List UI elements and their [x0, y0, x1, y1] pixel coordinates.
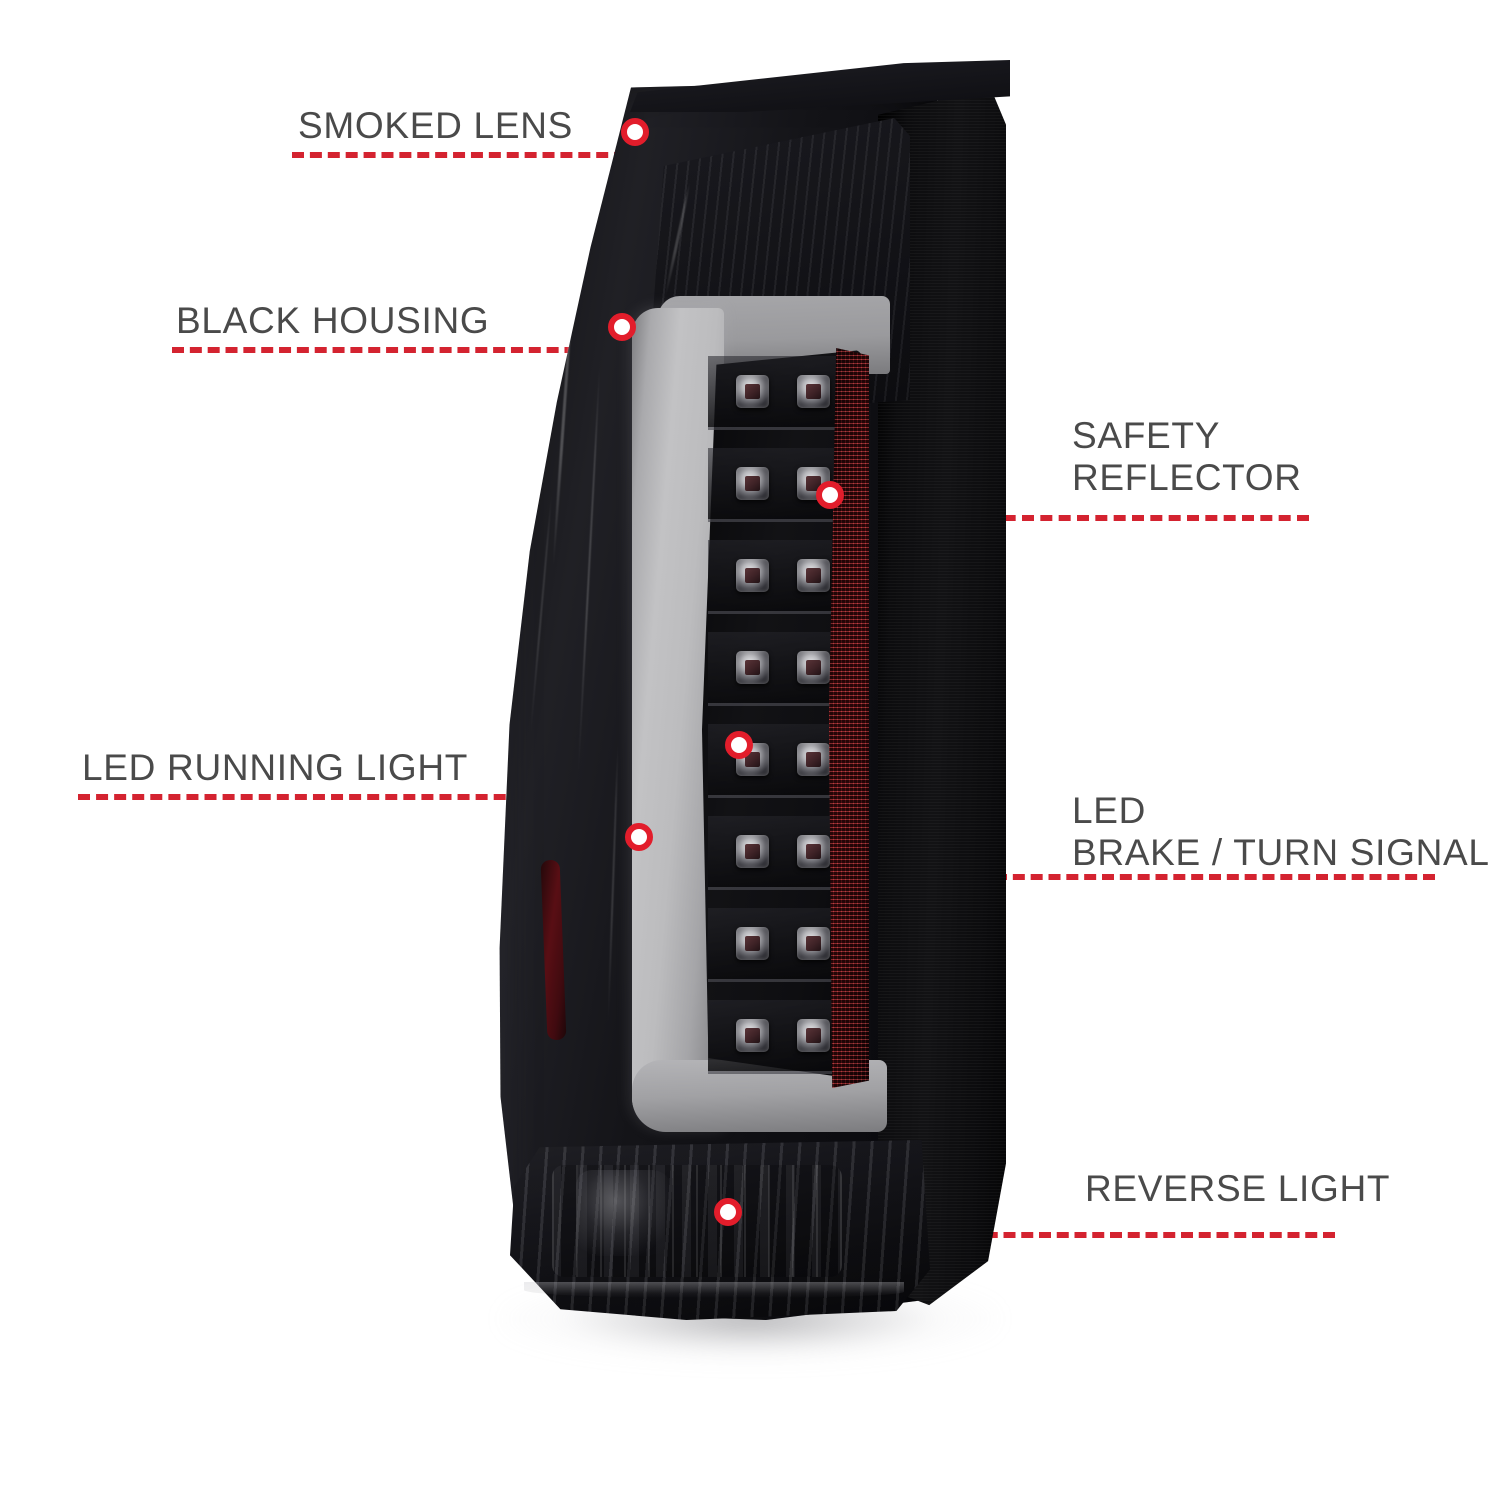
leader-line-black-housing [172, 347, 630, 353]
callout-marker-led-brake-turn-signal[interactable] [725, 731, 753, 759]
led-chip [797, 375, 830, 408]
callout-marker-led-running-light[interactable] [625, 823, 653, 851]
led-chip [797, 743, 830, 776]
leader-line-led-brake-turn-signal [995, 874, 1435, 880]
callout-marker-smoked-lens[interactable] [621, 118, 649, 146]
led-emitter-grid [708, 356, 858, 1074]
leader-line-safety-reflector [857, 515, 1309, 521]
safety-reflector-strip [829, 348, 869, 1088]
led-row [708, 356, 858, 430]
reverse-light-facets [552, 1165, 842, 1277]
callout-label-led-brake-turn-signal: LED BRAKE / TURN SIGNAL [1072, 790, 1490, 874]
led-chip [797, 927, 830, 960]
led-chip [736, 559, 769, 592]
led-chip [797, 1019, 830, 1052]
leader-line-reverse-light [755, 1232, 1335, 1238]
led-chip [736, 1019, 769, 1052]
led-chip [736, 651, 769, 684]
led-chip [736, 927, 769, 960]
led-chip [797, 651, 830, 684]
callout-label-safety-reflector: SAFETY REFLECTOR [1072, 415, 1302, 499]
led-chip [736, 835, 769, 868]
led-chip [797, 835, 830, 868]
tail-light-product-image [480, 60, 1025, 1385]
callout-marker-safety-reflector[interactable] [816, 481, 844, 509]
led-chip [736, 375, 769, 408]
callout-label-led-running-light: LED RUNNING LIGHT [82, 747, 469, 788]
callout-label-reverse-light: REVERSE LIGHT [1085, 1168, 1391, 1209]
leader-line-smoked-lens [292, 152, 644, 158]
led-chip [736, 467, 769, 500]
reverse-light-section [510, 1140, 930, 1320]
reverse-light-bulb [576, 1170, 672, 1256]
callout-marker-black-housing[interactable] [608, 313, 636, 341]
leader-line-led-running-light [78, 794, 578, 800]
callout-marker-reverse-light[interactable] [714, 1198, 742, 1226]
bottom-rim-highlight [524, 1282, 904, 1298]
callout-label-black-housing: BLACK HOUSING [176, 300, 490, 341]
callout-label-smoked-lens: SMOKED LENS [298, 105, 573, 146]
led-chip [797, 559, 830, 592]
